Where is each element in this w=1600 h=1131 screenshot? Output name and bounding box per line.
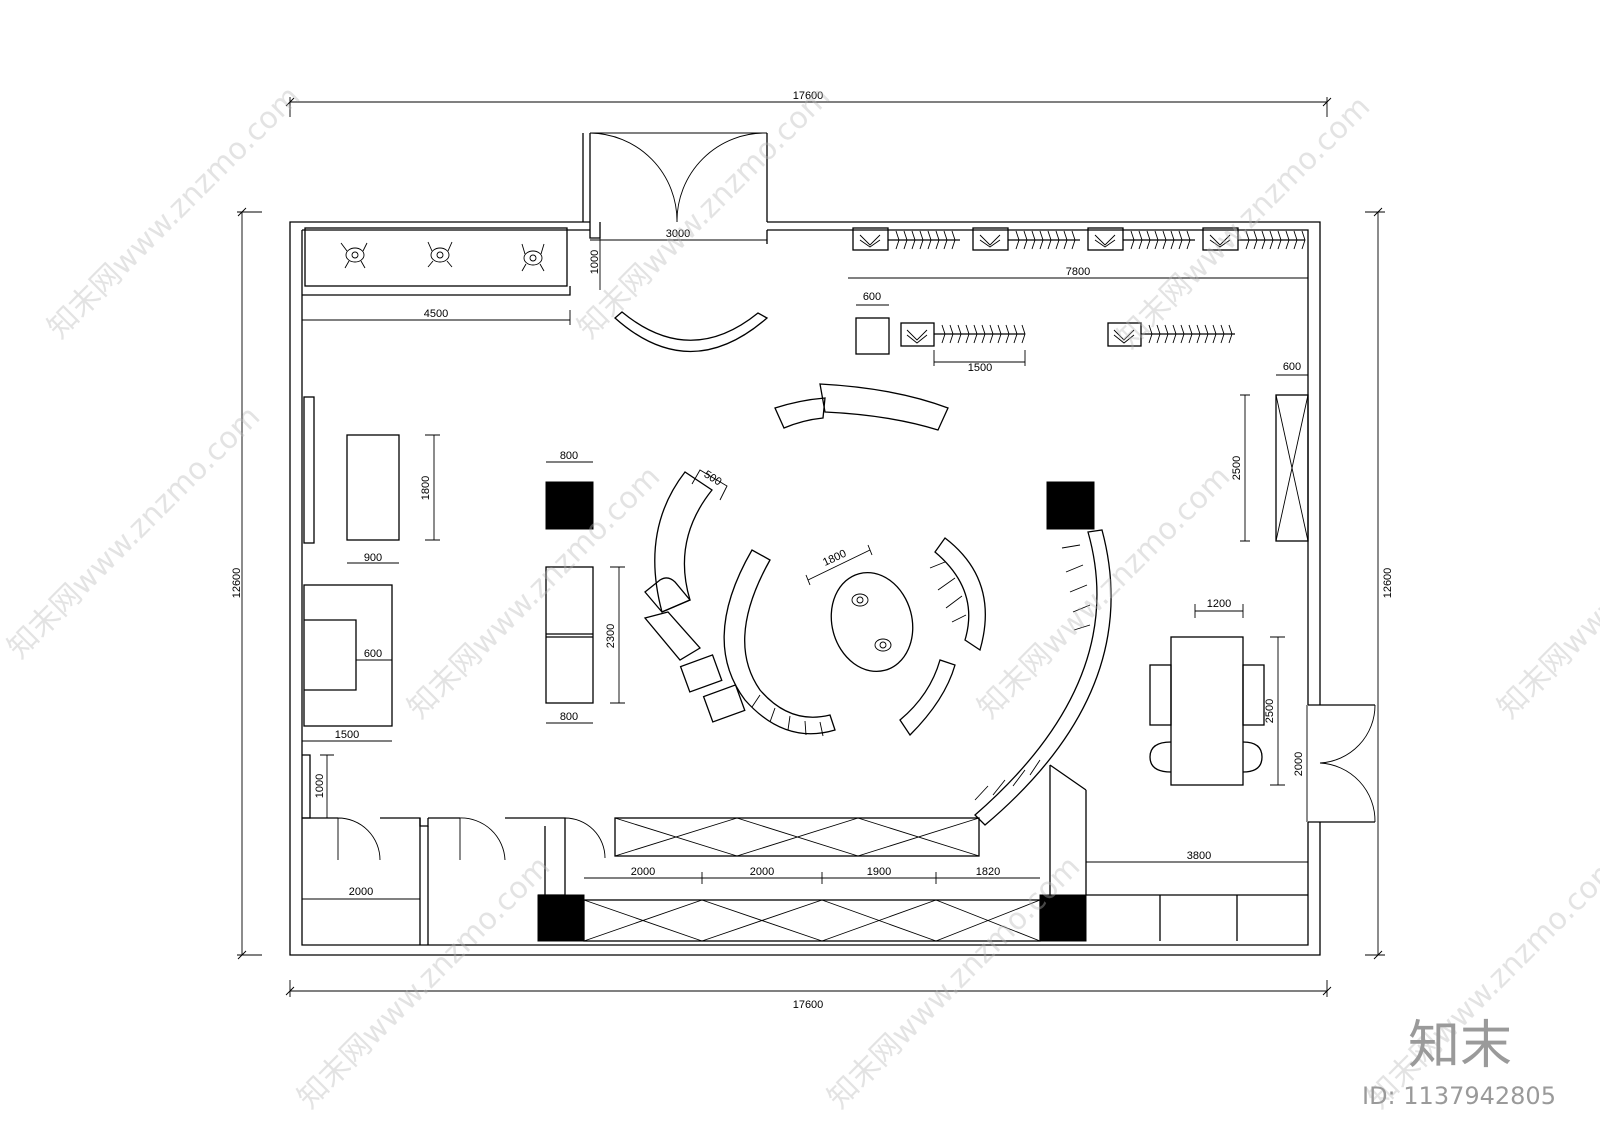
exterior-walls [289, 133, 1375, 956]
right-curved-rack [974, 529, 1112, 826]
dim-bottom-run-1: 2000 [631, 866, 655, 878]
sofa [303, 584, 393, 727]
centre-arc-counter [723, 549, 836, 737]
left-wall-shelf [303, 396, 315, 544]
dim-meeting-table-length: 2500 [1264, 699, 1276, 723]
top-curved-displays [774, 383, 949, 431]
watermark-logo: 知末 [1408, 1016, 1512, 1076]
dim-double-cabinet-length: 2300 [605, 624, 617, 648]
dim-overall-width-top: 17600 [793, 90, 824, 102]
watermark-text: 知末网www.znzmo.com [41, 79, 307, 345]
watermark-text: 知末网www.znzmo.com [821, 849, 1087, 1115]
dimension-labels: 17600 17600 12600 12600 3000 1000 4500 7… [231, 90, 1394, 1011]
watermark-text: 知末网www.znzmo.com [291, 849, 557, 1115]
double-display-cabinet [545, 566, 594, 704]
right-inner-arc [899, 537, 986, 737]
left-display-table [346, 434, 400, 541]
dim-fitting-room: 2000 [349, 886, 373, 898]
entrance-curved-counter [614, 311, 769, 353]
watermark-text: 知末网www.znzmo.com [1, 399, 267, 665]
dim-right-cabinet-height: 2500 [1231, 456, 1243, 480]
dim-left-table-length: 1800 [420, 476, 432, 500]
dim-left-table-width: 900 [364, 552, 382, 564]
back-room-wall [1049, 764, 1087, 895]
dim-overall-depth-left: 12600 [231, 568, 243, 599]
left-curved-counter [643, 471, 746, 723]
entrance-double-door [589, 132, 768, 223]
dim-side-door: 2000 [1293, 752, 1305, 776]
dim-bottom-run-4: 1820 [976, 866, 1000, 878]
dim-small-cabinet: 600 [863, 291, 881, 303]
dim-right-cabinet-width: 600 [1283, 361, 1301, 373]
top-wall-racks [852, 227, 1306, 251]
dim-back-counter: 3800 [1187, 850, 1211, 862]
front-cashier-counter [614, 817, 980, 857]
dim-window-display: 4500 [424, 308, 448, 320]
window-display [302, 227, 571, 296]
hanging-racks-mid [855, 317, 1235, 355]
dim-wall-rack-run: 7800 [1066, 266, 1090, 278]
dim-sofa-seat: 600 [364, 648, 382, 660]
watermark-text: 知末网www.znzmo.com [971, 459, 1237, 725]
dim-overall-width-bottom: 17600 [793, 999, 824, 1011]
dim-entrance-width: 3000 [666, 228, 690, 240]
structural-columns [537, 481, 1095, 942]
dim-entrance-depth: 1000 [589, 250, 601, 274]
dim-island-display: 1800 [821, 548, 848, 569]
side-double-door [1319, 704, 1376, 823]
dim-column-size: 800 [560, 450, 578, 462]
island-display [830, 571, 914, 673]
back-wall-counter [583, 894, 1308, 942]
dim-sofa-length: 1500 [335, 729, 359, 741]
dim-bottom-run-3: 1900 [867, 866, 891, 878]
watermark-id: ID: 1137942805 [1362, 1082, 1556, 1110]
dim-hanging-rack: 1500 [968, 362, 992, 374]
dim-meeting-table-width: 1200 [1207, 598, 1231, 610]
dim-fitting-door: 1000 [314, 774, 326, 798]
dim-double-cabinet-width: 800 [560, 711, 578, 723]
watermark-text: 知末网www.znzmo.com [401, 459, 667, 725]
watermark-text: 知末网www.znzmo.com [571, 79, 837, 345]
watermark-text: 知末网www.znzmo.com [1491, 459, 1600, 725]
dim-bottom-run-2: 2000 [750, 866, 774, 878]
meeting-table-set [1149, 636, 1265, 786]
mannequin-icons [340, 241, 545, 272]
dimension-lines [237, 97, 1385, 997]
right-wall-cabinet [1275, 394, 1309, 542]
dim-overall-depth-right: 12600 [1382, 568, 1394, 599]
